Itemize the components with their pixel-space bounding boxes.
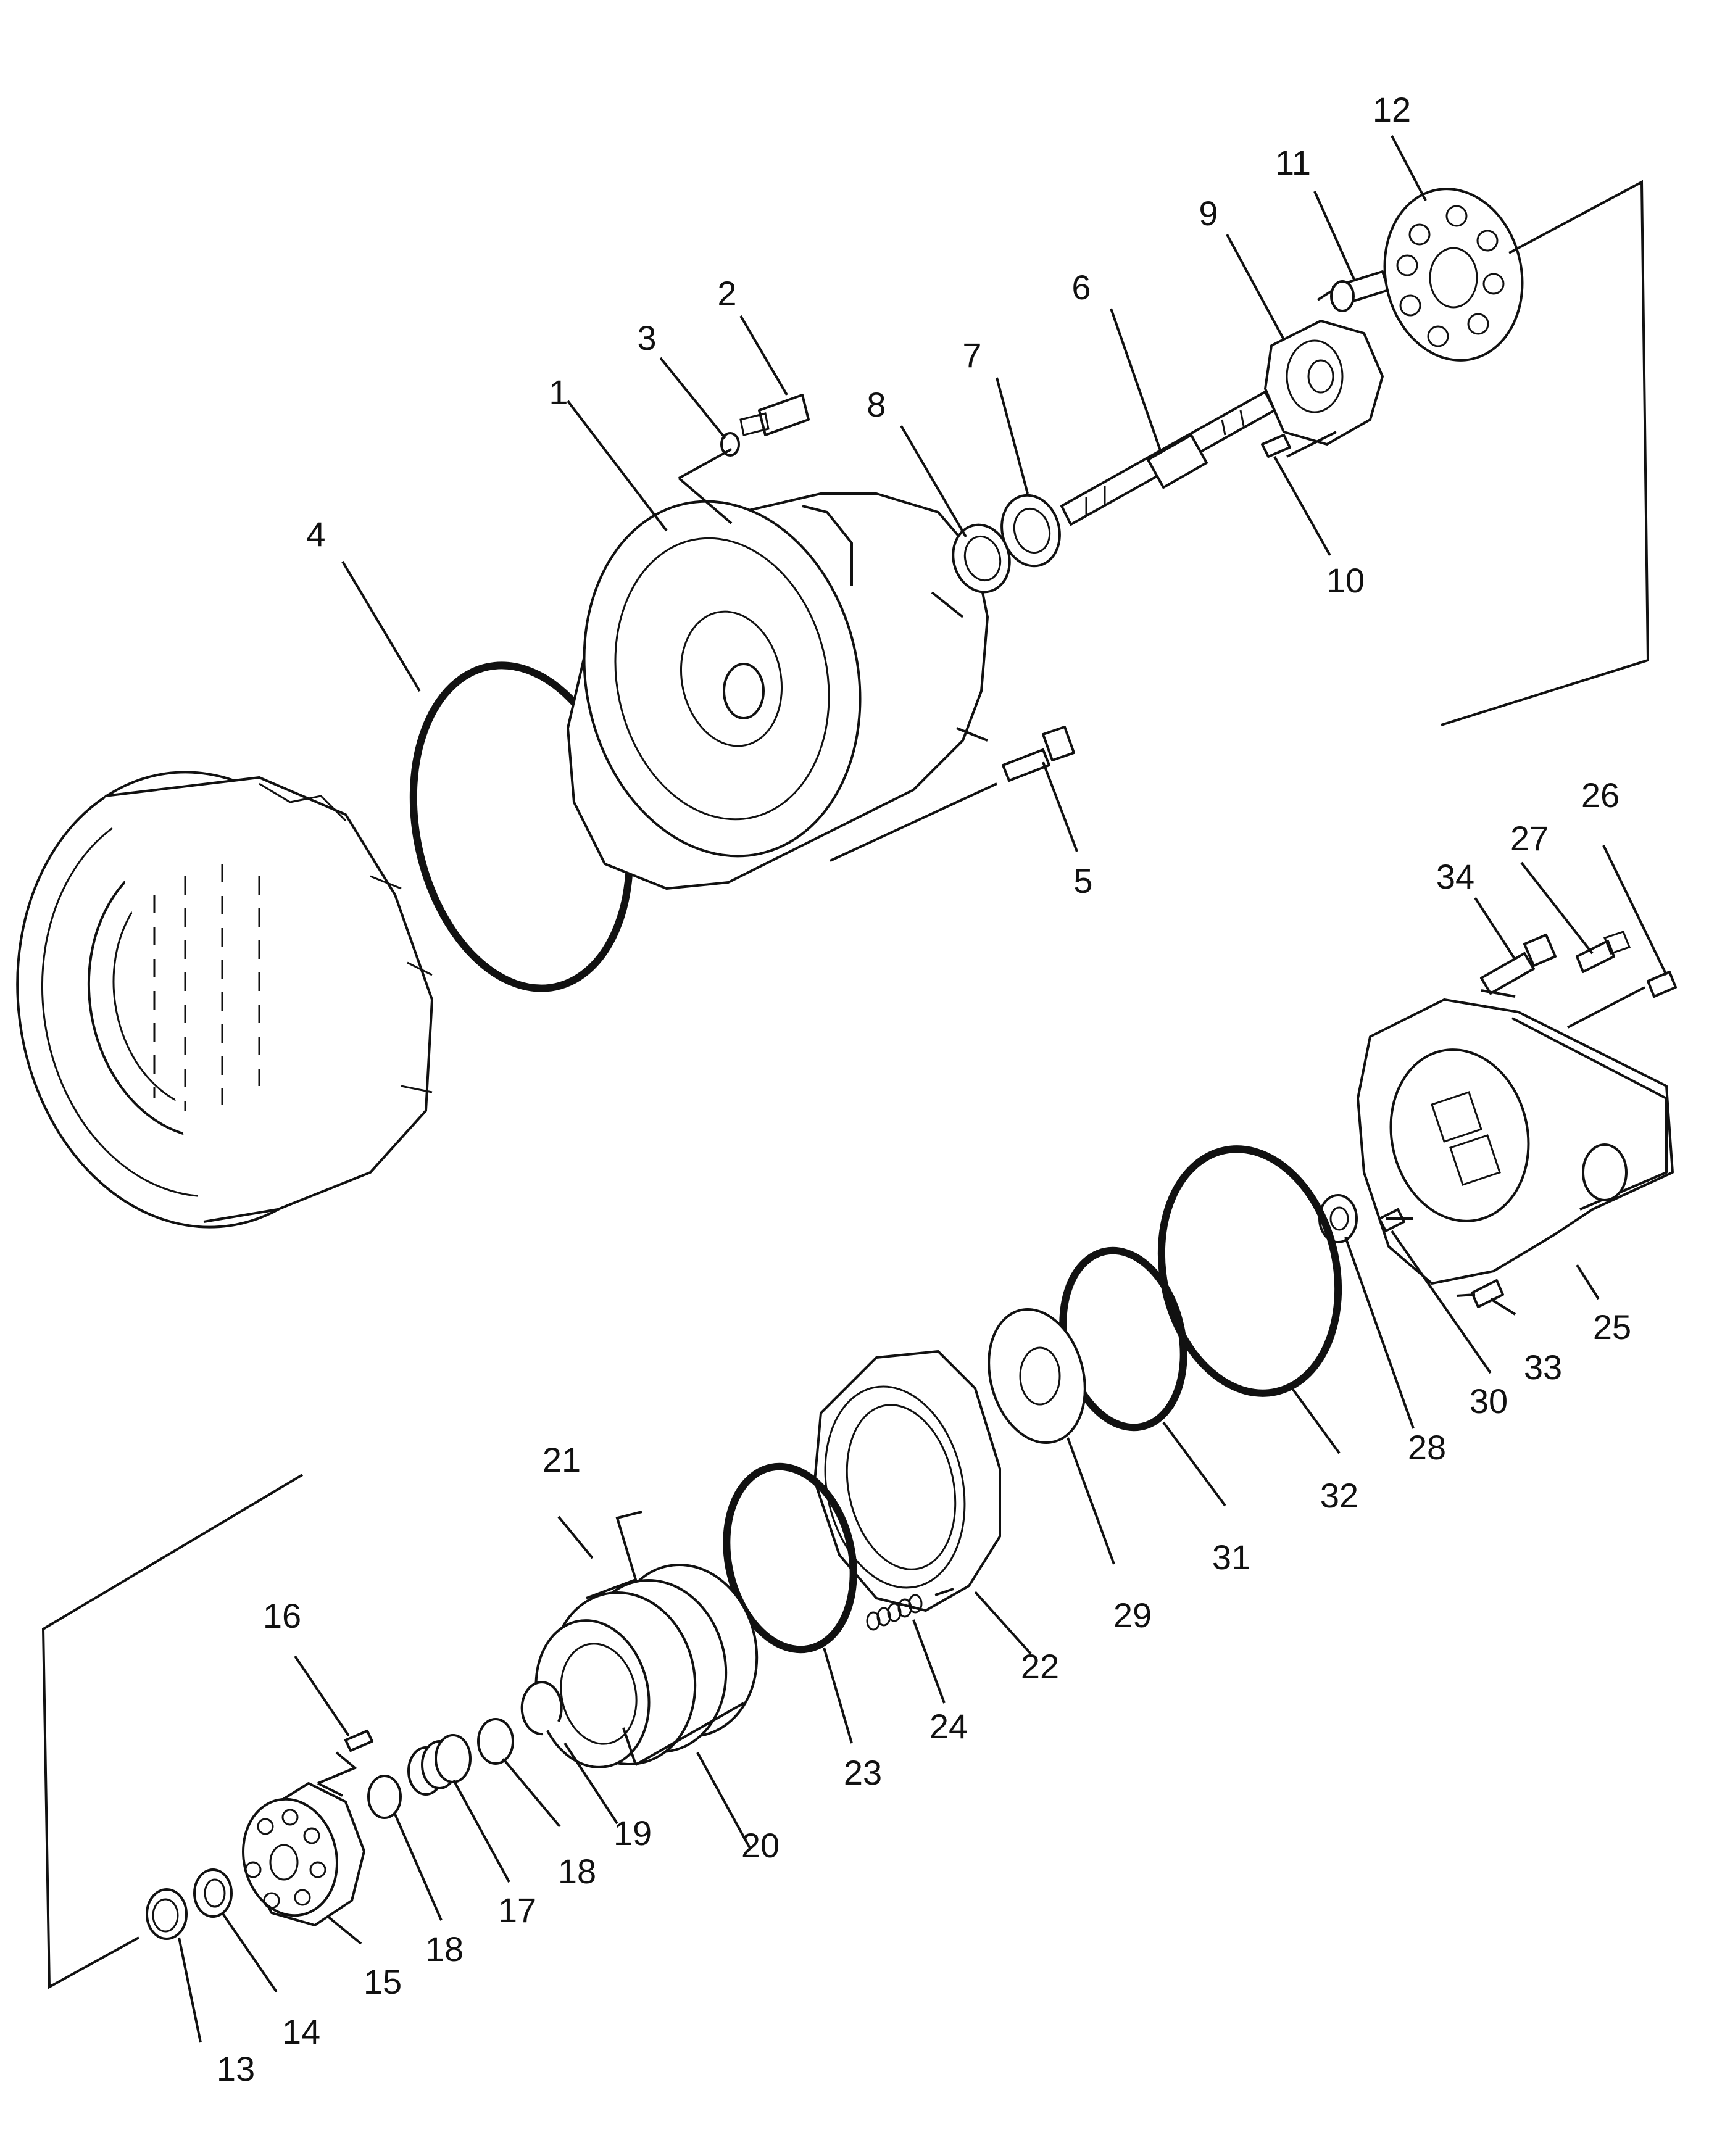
cylinder-block-15 xyxy=(242,1782,365,1926)
callout-22: 22 xyxy=(1021,1647,1059,1686)
leader-lines xyxy=(178,135,1668,2043)
bolt-5 xyxy=(1002,726,1075,782)
callout-29: 29 xyxy=(1113,1596,1152,1635)
callout-1: 1 xyxy=(549,373,568,412)
pin-30 xyxy=(1378,1208,1405,1232)
callout-7: 7 xyxy=(962,336,981,375)
washer-18-lower xyxy=(367,1775,402,1819)
bearing-7 xyxy=(1000,494,1061,568)
callout-21: 21 xyxy=(543,1440,581,1479)
bolt-11 xyxy=(1330,270,1390,312)
callout-19: 19 xyxy=(613,1814,652,1852)
callout-15: 15 xyxy=(364,1962,402,2001)
callout-26: 26 xyxy=(1581,776,1620,815)
pin-16 xyxy=(344,1730,373,1752)
snap-ring-19 xyxy=(520,1681,563,1736)
callout-18b: 18 xyxy=(558,1852,596,1891)
callout-17: 17 xyxy=(498,1891,536,1930)
bolt-34 xyxy=(1480,934,1557,995)
callout-4: 4 xyxy=(306,515,325,554)
callout-18: 18 xyxy=(425,1930,464,1968)
fitting-27 xyxy=(1576,931,1631,973)
callout-28: 28 xyxy=(1408,1428,1446,1467)
plate-29 xyxy=(988,1308,1086,1445)
callout-27: 27 xyxy=(1510,819,1549,858)
callout-5: 5 xyxy=(1073,861,1092,900)
valve-body-25 xyxy=(1357,998,1674,1285)
spring-24 xyxy=(866,1594,923,1631)
bushing-14 xyxy=(193,1868,233,1918)
washer-18-upper xyxy=(477,1718,514,1765)
seat-13 xyxy=(146,1888,188,1940)
callout-6: 6 xyxy=(1071,268,1091,307)
callout-20: 20 xyxy=(741,1826,780,1865)
plug-26 xyxy=(1647,971,1677,998)
callout-8: 8 xyxy=(867,385,886,424)
spring-17 xyxy=(407,1734,472,1796)
callout-33: 33 xyxy=(1524,1348,1562,1387)
bearing-8 xyxy=(952,523,1011,594)
callout-10: 10 xyxy=(1326,561,1365,600)
disc-pack-20-21 xyxy=(534,1563,759,1768)
callout-32: 32 xyxy=(1320,1476,1358,1515)
housing xyxy=(16,771,433,1229)
plate-12 xyxy=(1383,188,1524,362)
cover-1 xyxy=(567,492,989,890)
o-ring-3 xyxy=(720,432,740,457)
callout-11: 11 xyxy=(1275,143,1311,182)
pin-10 xyxy=(1261,434,1291,458)
callout-numbers: 1 2 3 4 5 6 7 8 9 10 11 12 13 14 15 16 1… xyxy=(217,90,1631,2088)
plug-2 xyxy=(739,394,810,436)
callout-12: 12 xyxy=(1373,90,1411,129)
shaft-6 xyxy=(1060,391,1276,526)
callout-34: 34 xyxy=(1436,857,1474,896)
callout-30: 30 xyxy=(1470,1382,1508,1420)
pin-33 xyxy=(1471,1279,1504,1308)
callout-16: 16 xyxy=(263,1596,301,1635)
o-ring-32 xyxy=(1157,1145,1342,1397)
callout-14: 14 xyxy=(282,2012,320,2051)
callout-2: 2 xyxy=(717,274,736,313)
callout-24: 24 xyxy=(929,1707,968,1746)
callout-23: 23 xyxy=(844,1753,882,1792)
callout-9: 9 xyxy=(1199,194,1218,233)
assembly-lines xyxy=(41,180,1650,1989)
callout-31: 31 xyxy=(1212,1538,1250,1577)
callout-3: 3 xyxy=(637,318,656,357)
cover-plate-22 xyxy=(813,1350,1001,1612)
callout-25: 25 xyxy=(1593,1308,1631,1346)
o-ring-23 xyxy=(723,1462,857,1654)
plate-9 xyxy=(1264,320,1384,446)
callout-13: 13 xyxy=(217,2049,255,2088)
